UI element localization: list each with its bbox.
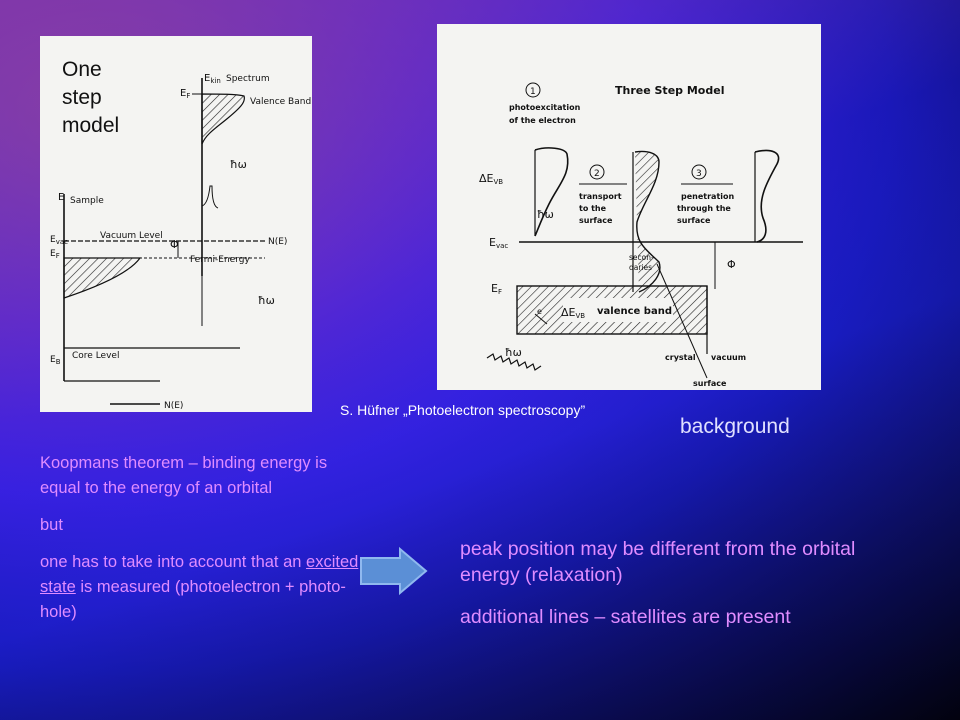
e-minus-label: e [537, 307, 542, 316]
ekin-label: Ekin [204, 73, 221, 85]
core-level-label: Core Level [72, 351, 119, 361]
step-2-line-1: transport [579, 192, 622, 201]
note-post: is measured (photoelectron + photo-hole) [40, 578, 346, 621]
vacuum-label: vacuum [711, 353, 746, 362]
hw-bottom-label: ħω [505, 346, 522, 359]
step-1-line-1: photoexcitation [509, 103, 581, 112]
secondaries-line-1: secon- [629, 253, 654, 262]
e-axis-label: E [58, 192, 64, 203]
crystal-label: crystal [665, 353, 696, 362]
ef-label-right: EF [491, 282, 502, 296]
ne-label: N(E) [268, 237, 287, 247]
step-3-line-3: surface [677, 216, 711, 225]
step-1-line-2: of the electron [509, 116, 576, 125]
step-1-number: 1 [530, 87, 536, 97]
vacuum-level-label: Vacuum Level [100, 231, 163, 241]
but-text: but [40, 516, 63, 534]
note-underlined: excited state [40, 553, 359, 596]
step-3-line-2: through the [677, 204, 731, 213]
slide-title: One step model [62, 56, 172, 140]
hw-mid-label-right: ħω [537, 208, 554, 221]
ef-left-label: EF [50, 249, 60, 260]
spectrum-label: Spectrum [226, 74, 270, 84]
step-2-line-2: to the [579, 204, 607, 213]
evac-label-right: Evac [489, 236, 508, 250]
three-step-title: Three Step Model [615, 84, 724, 97]
peak-position-text: peak position may be different from the … [460, 538, 856, 586]
ef-top-label: EF [180, 88, 190, 100]
excited-state-note: one has to take into account that an exc… [40, 550, 360, 625]
devb-band-label: ΔEVB [561, 306, 585, 320]
satellites-text: additional lines – satellites are presen… [460, 606, 791, 628]
valence-band-label-left: Valence Band [250, 97, 311, 107]
devb-top-label: ΔEVB [479, 172, 503, 186]
hw-top-label: ħω [230, 158, 247, 171]
caption-author: S. Hüfner [340, 402, 404, 418]
evac-label: Evac [50, 235, 68, 246]
hw-mid-label: ħω [258, 294, 275, 307]
surface-label: surface [693, 379, 727, 388]
title-line-2: step [62, 86, 102, 109]
caption-book: „Photoelectron spectroscopy” [403, 402, 586, 418]
background-label: background [680, 415, 790, 438]
note-pre: one has to take into account that an [40, 553, 307, 571]
eb-label: EB [50, 355, 61, 366]
step-3-number: 3 [696, 169, 702, 179]
koopmans-text: Koopmans theorem – binding energy is equ… [40, 454, 328, 497]
three-step-diagram: Three Step Model 1 photoexcitation of th… [479, 82, 803, 388]
secondaries-line-2: daries [629, 263, 652, 272]
sample-label: Sample [70, 196, 104, 206]
one-step-model-figure: Ekin Spectrum EF Valence Band ħω E Sampl… [40, 36, 312, 412]
left-text-block: Koopmans theorem – binding energy is equ… [40, 451, 360, 625]
ne-bottom-label: N(E) [164, 401, 183, 411]
step-2-line-3: surface [579, 216, 613, 225]
fermi-energy-label: Fermi-Energy [190, 255, 250, 265]
right-arrow-icon [360, 546, 428, 596]
step-3-line-1: penetration [681, 192, 735, 201]
right-text-block: peak position may be different from the … [460, 536, 880, 630]
figure-caption: S. Hüfner „Photoelectron spectroscopy” [340, 402, 585, 418]
phi-label-right: Φ [727, 258, 736, 271]
valence-band-label-right: valence band [597, 306, 672, 317]
three-step-model-figure: Three Step Model 1 photoexcitation of th… [437, 24, 821, 390]
step-2-number: 2 [594, 169, 600, 179]
title-line-1: One [62, 58, 102, 81]
one-step-diagram: Ekin Spectrum EF Valence Band ħω E Sampl… [50, 73, 311, 411]
title-line-3: model [62, 114, 120, 137]
phi-label-left: Φ [170, 238, 179, 251]
